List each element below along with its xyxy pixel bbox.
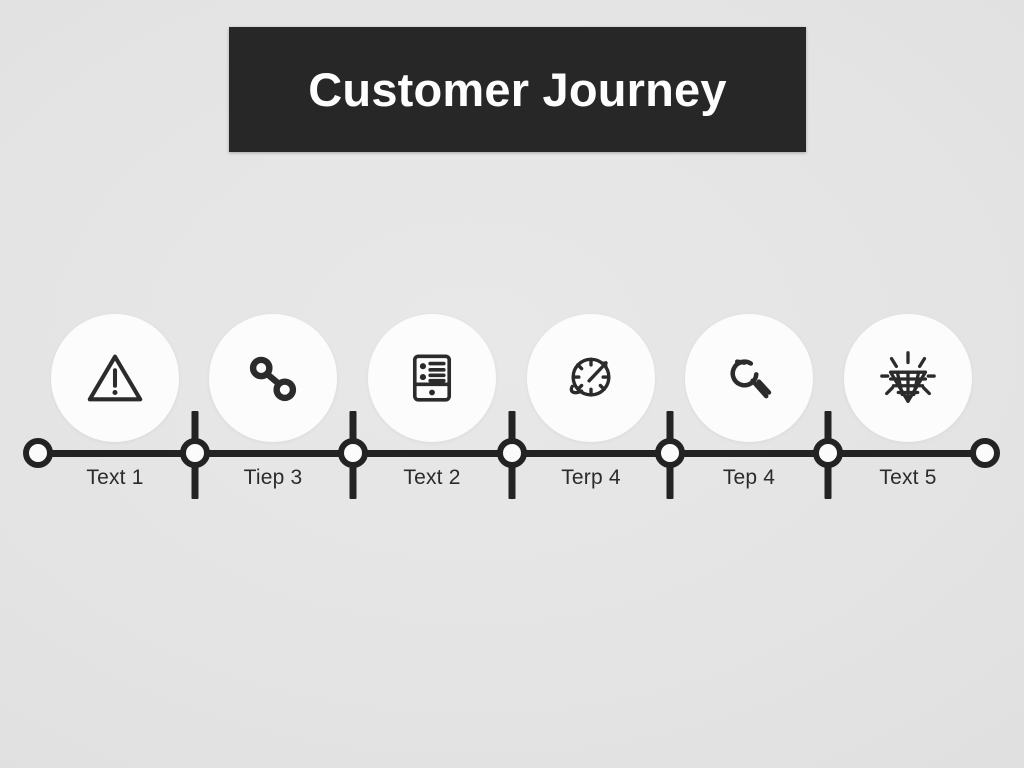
timeline-node-start[interactable]	[23, 438, 53, 468]
node-link-icon	[244, 349, 302, 407]
timeline-node-4[interactable]	[497, 438, 527, 468]
step-icon-bubble-1[interactable]	[51, 314, 179, 442]
step-label-2: Tiep 3	[243, 466, 303, 489]
timeline-node-6[interactable]	[813, 438, 843, 468]
timeline-node-end[interactable]	[970, 438, 1000, 468]
step-label-6: Text 5	[879, 466, 937, 489]
step-icon-bubble-5[interactable]	[685, 314, 813, 442]
page-title: Customer Journey	[308, 63, 727, 116]
wrench-key-icon	[720, 349, 778, 407]
step-icon-bubble-2[interactable]	[209, 314, 337, 442]
step-icon-bubble-3[interactable]	[368, 314, 496, 442]
warning-triangle-icon	[84, 347, 146, 409]
step-icon-bubble-6[interactable]	[844, 314, 972, 442]
step-icon-bubble-4[interactable]	[527, 314, 655, 442]
timeline-node-5[interactable]	[655, 438, 685, 468]
shining-gem-icon	[877, 347, 939, 409]
title-banner: Customer Journey	[229, 27, 806, 152]
step-label-1: Text 1	[86, 466, 144, 489]
compass-gauge-icon	[561, 348, 621, 408]
step-label-3: Text 2	[403, 466, 461, 489]
step-label-4: Terp 4	[561, 466, 621, 489]
timeline-node-3[interactable]	[338, 438, 368, 468]
step-label-5: Tep 4	[722, 466, 776, 489]
server-list-icon	[403, 349, 461, 407]
timeline-node-2[interactable]	[180, 438, 210, 468]
